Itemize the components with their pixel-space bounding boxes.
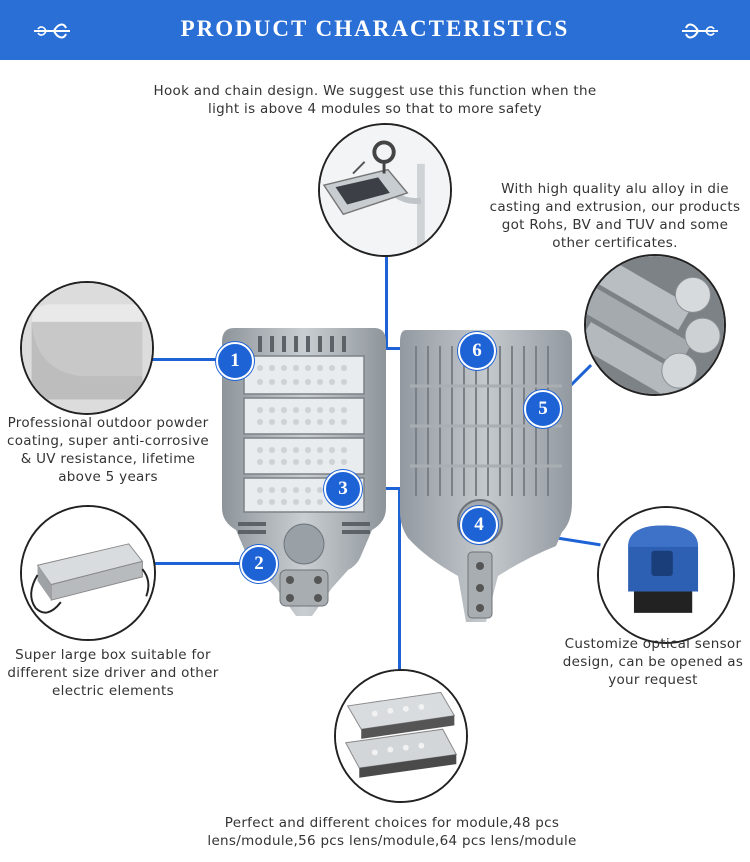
powder-coating-image — [20, 281, 154, 415]
badge-2: 2 — [240, 545, 278, 583]
box-description: Super large box suitable for different s… — [7, 647, 219, 699]
badge-1: 1 — [216, 342, 254, 380]
page-title: PRODUCT CHARACTERISTICS — [180, 16, 570, 41]
connector-line — [385, 246, 388, 350]
connector-line — [150, 358, 234, 361]
sensor-description: Customize optical sensor design, can be … — [562, 636, 744, 688]
lamp-front-image — [222, 328, 386, 616]
aluminum-rods-image — [584, 254, 726, 396]
flourish-icon — [34, 23, 70, 39]
hook-description: Hook and chain design. We suggest use th… — [153, 83, 597, 117]
driver-box-image — [20, 505, 156, 641]
badge-3: 3 — [324, 470, 362, 508]
badge-4: 4 — [460, 506, 498, 544]
led-module-image — [334, 669, 468, 803]
coating-description: Professional outdoor powder coating, sup… — [6, 415, 210, 485]
flourish-icon — [682, 23, 718, 39]
connector-line — [155, 562, 259, 565]
module-description: Perfect and different choices for module… — [207, 815, 577, 849]
header-banner: PRODUCT CHARACTERISTICS — [0, 0, 750, 60]
optical-sensor-image — [597, 506, 735, 644]
connector-line — [398, 487, 401, 671]
hook-chain-image — [318, 123, 452, 257]
badge-5: 5 — [524, 390, 562, 428]
alloy-description: With high quality alu alloy in die casti… — [489, 181, 741, 251]
lamp-back-image — [400, 330, 572, 622]
badge-6: 6 — [458, 332, 496, 370]
